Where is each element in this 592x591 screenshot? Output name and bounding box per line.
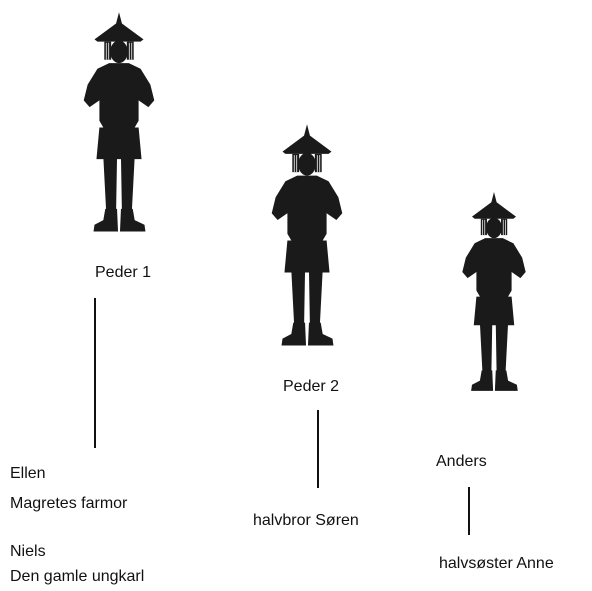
connector-line-anders — [468, 487, 470, 535]
relation-den-gamle-ungkarl: Den gamle ungkarl — [10, 568, 145, 585]
farmer-figure-peder-1 — [83, 11, 155, 233]
relation-halvsoster-anne: halvsøster Anne — [439, 555, 554, 572]
relation-halvbror-soren: halvbror Søren — [253, 512, 359, 529]
label-peder-1: Peder 1 — [95, 264, 152, 281]
connector-line-peder-2 — [317, 410, 319, 488]
label-peder-2: Peder 2 — [283, 378, 340, 395]
relation-niels: Niels — [10, 543, 46, 560]
relation-ellen: Ellen — [10, 465, 46, 482]
connector-line-peder-1 — [94, 298, 96, 448]
farmer-figure-anders — [461, 191, 527, 392]
relation-magretes-farmor: Magretes farmor — [10, 495, 128, 512]
label-anders: Anders — [436, 453, 487, 470]
farmer-figure-peder-2 — [271, 123, 343, 347]
